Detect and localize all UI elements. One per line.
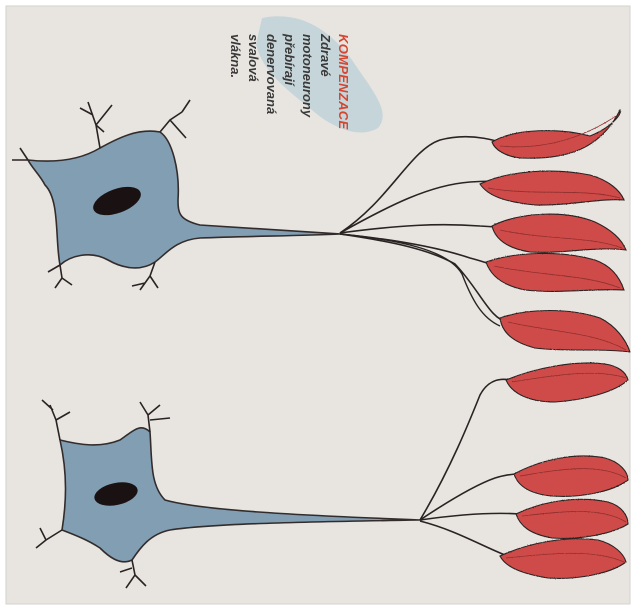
caption: KOMPENZACE Zdravé motoneurony přebírají … [262, 34, 352, 264]
caption-line: svalová [244, 34, 262, 264]
caption-line: vlákna. [226, 34, 244, 264]
caption-line: Zdravé [316, 34, 334, 264]
caption-line: denervovaná [262, 34, 280, 264]
caption-line: motoneurony [298, 34, 316, 264]
caption-heading: KOMPENZACE [334, 34, 352, 264]
caption-line: přebírají [280, 34, 298, 264]
